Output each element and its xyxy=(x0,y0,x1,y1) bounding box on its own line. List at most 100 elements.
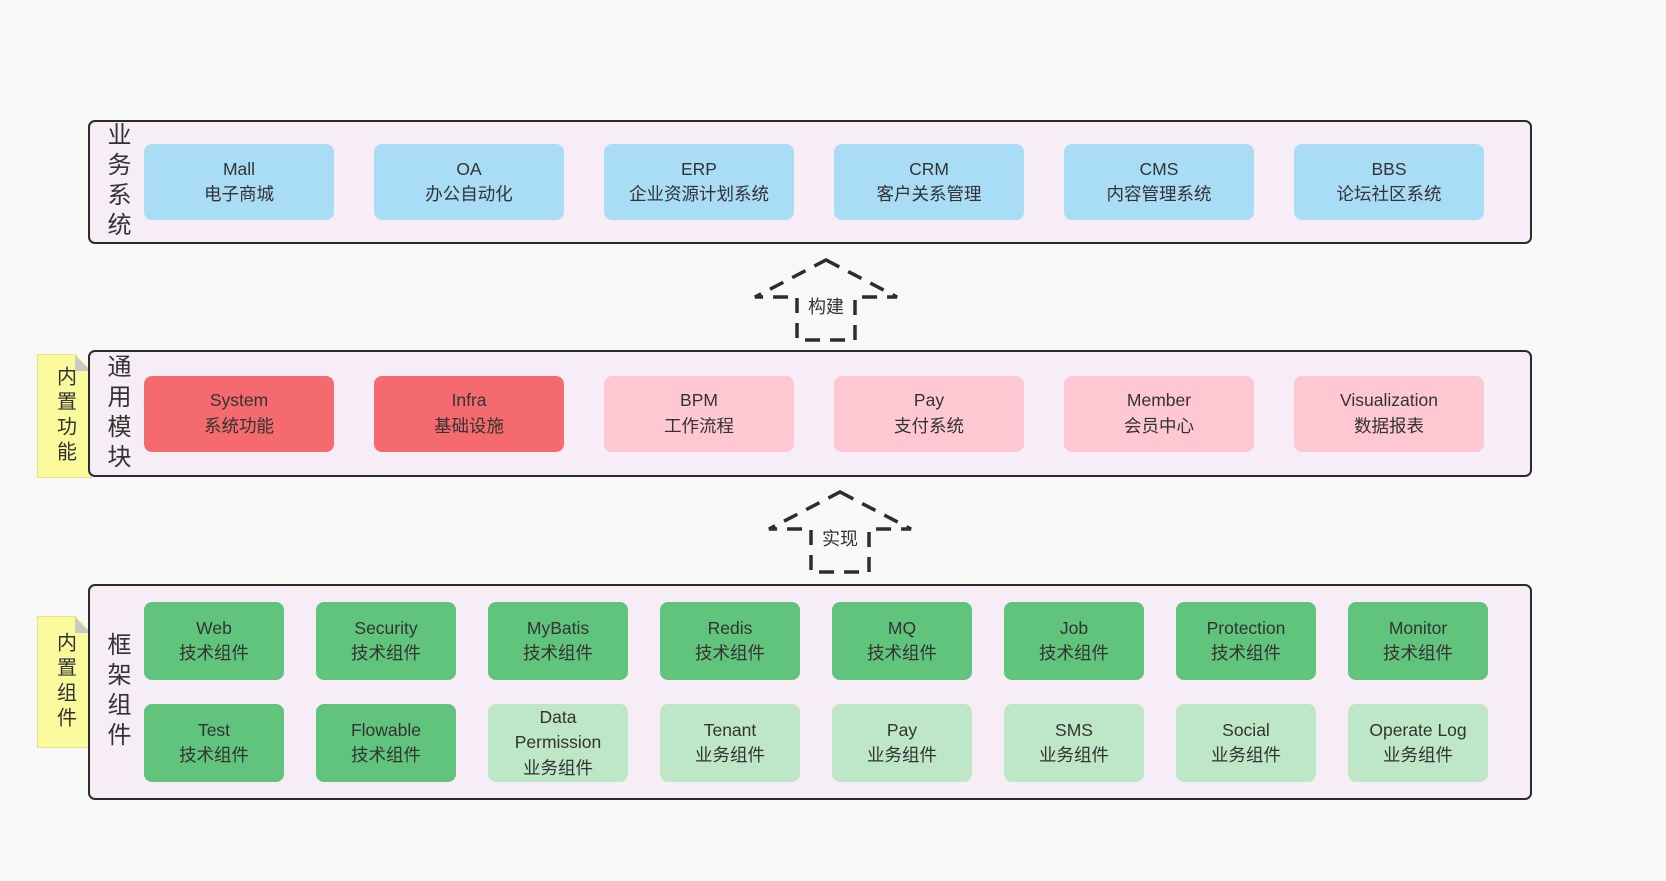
business-boxes: Mall 电子商城 OA 办公自动化 ERP 企业资源计划系统 CRM 客户关系… xyxy=(144,144,1530,220)
layer-business-systems: 业务系统 Mall 电子商城 OA 办公自动化 ERP 企业资源计划系统 CRM… xyxy=(88,120,1532,244)
arrow-build-label: 构建 xyxy=(803,292,849,320)
box-subtitle: 支付系统 xyxy=(894,415,964,436)
box-subtitle: 技术组件 xyxy=(179,643,249,663)
arrow-up-implement-icon xyxy=(768,490,912,574)
box-title: Mall xyxy=(222,158,256,179)
box-system: System 系统功能 xyxy=(144,375,334,452)
box-title: Job xyxy=(1059,617,1089,638)
component-boxes: Web 技术组件 Security 技术组件 MyBatis 技术组件 Redi… xyxy=(144,602,1530,782)
arrow-up-build-icon xyxy=(754,258,898,342)
box-subtitle: 技术组件 xyxy=(867,643,937,663)
box-redis: Redis 技术组件 xyxy=(660,602,800,680)
box-title: Operate Log xyxy=(1369,719,1467,740)
box-subtitle: 技术组件 xyxy=(351,643,421,663)
box-data-permission: Data Permission 业务组件 xyxy=(488,704,628,782)
box-oa: OA 办公自动化 xyxy=(374,144,564,220)
arrow-implement-label: 实现 xyxy=(817,524,863,552)
box-title: Data Permission xyxy=(514,706,602,753)
box-title: MyBatis xyxy=(526,617,590,638)
box-bpm: BPM 工作流程 xyxy=(604,375,794,452)
sticky-label: 内置组件 xyxy=(53,632,76,732)
box-title: Monitor xyxy=(1388,617,1448,638)
box-subtitle: 电子商城 xyxy=(204,184,274,204)
box-subtitle: 论坛社区系统 xyxy=(1336,184,1442,204)
sticky-note-builtin-components: 内置组件 xyxy=(37,616,92,748)
box-title: Infra xyxy=(451,390,487,411)
box-mybatis: MyBatis 技术组件 xyxy=(488,602,628,680)
box-subtitle: 业务组件 xyxy=(695,745,765,765)
layer-framework-components: 框架组件 Web 技术组件 Security 技术组件 MyBatis 技术组件… xyxy=(88,584,1532,800)
box-title: Test xyxy=(197,719,231,740)
box-title: Web xyxy=(196,617,232,638)
box-test: Test 技术组件 xyxy=(144,704,284,782)
box-pay-component: Pay 业务组件 xyxy=(832,704,972,782)
box-title: CRM xyxy=(909,158,949,179)
box-subtitle: 数据报表 xyxy=(1354,415,1424,436)
box-title: Pay xyxy=(886,719,918,740)
box-title: OA xyxy=(456,158,482,179)
box-title: CMS xyxy=(1139,158,1179,179)
box-erp: ERP 企业资源计划系统 xyxy=(604,144,794,220)
box-title: Security xyxy=(354,617,418,638)
box-job: Job 技术组件 xyxy=(1004,602,1144,680)
box-subtitle: 技术组件 xyxy=(1383,643,1453,663)
box-subtitle: 内容管理系统 xyxy=(1106,184,1212,204)
box-subtitle: 技术组件 xyxy=(179,745,249,765)
box-subtitle: 工作流程 xyxy=(664,415,734,436)
box-subtitle: 技术组件 xyxy=(1211,643,1281,663)
box-subtitle: 企业资源计划系统 xyxy=(629,184,769,204)
box-title: Protection xyxy=(1206,617,1286,638)
box-title: Visualization xyxy=(1340,390,1438,411)
box-title: Redis xyxy=(707,617,753,638)
box-subtitle: 业务组件 xyxy=(867,745,937,765)
box-pay-module: Pay 支付系统 xyxy=(834,375,1024,452)
box-subtitle: 客户关系管理 xyxy=(876,184,982,204)
side-label-common-modules: 通用模块 xyxy=(103,353,130,474)
box-infra: Infra 基础设施 xyxy=(374,375,564,452)
box-subtitle: 业务组件 xyxy=(1383,745,1453,765)
module-boxes: System 系统功能 Infra 基础设施 BPM 工作流程 Pay 支付系统… xyxy=(144,375,1530,452)
box-crm: CRM 客户关系管理 xyxy=(834,144,1024,220)
box-sms: SMS 业务组件 xyxy=(1004,704,1144,782)
box-title: BPM xyxy=(680,390,718,411)
box-subtitle: 基础设施 xyxy=(434,415,504,436)
box-member: Member 会员中心 xyxy=(1064,375,1254,452)
box-title: Flowable xyxy=(350,719,422,740)
box-mq: MQ 技术组件 xyxy=(832,602,972,680)
box-title: Pay xyxy=(913,390,945,411)
box-subtitle: 业务组件 xyxy=(1039,745,1109,765)
box-subtitle: 系统功能 xyxy=(204,415,274,436)
sticky-label: 内置功能 xyxy=(53,366,76,466)
box-subtitle: 技术组件 xyxy=(1039,643,1109,663)
box-subtitle: 技术组件 xyxy=(695,643,765,663)
box-title: BBS xyxy=(1371,158,1407,179)
box-web: Web 技术组件 xyxy=(144,602,284,680)
box-title: MQ xyxy=(887,617,917,638)
box-subtitle: 会员中心 xyxy=(1124,415,1194,436)
layer-common-modules: 通用模块 System 系统功能 Infra 基础设施 BPM 工作流程 Pay… xyxy=(88,350,1532,477)
box-title: Tenant xyxy=(703,719,757,740)
box-title: ERP xyxy=(681,158,717,179)
box-visualization: Visualization 数据报表 xyxy=(1294,375,1484,452)
box-bbs: BBS 论坛社区系统 xyxy=(1294,144,1484,220)
box-operate-log: Operate Log 业务组件 xyxy=(1348,704,1488,782)
box-cms: CMS 内容管理系统 xyxy=(1064,144,1254,220)
box-subtitle: 业务组件 xyxy=(1211,745,1281,765)
box-title: Social xyxy=(1222,719,1270,740)
box-title: SMS xyxy=(1055,719,1093,740)
box-title: Member xyxy=(1126,390,1192,411)
box-monitor: Monitor 技术组件 xyxy=(1348,602,1488,680)
box-subtitle: 技术组件 xyxy=(523,643,593,663)
box-protection: Protection 技术组件 xyxy=(1176,602,1316,680)
side-label-framework-components: 框架组件 xyxy=(103,632,130,752)
box-social: Social 业务组件 xyxy=(1176,704,1316,782)
sticky-note-builtin-features: 内置功能 xyxy=(37,354,92,478)
box-title: System xyxy=(209,390,269,411)
side-label-business-systems: 业务系统 xyxy=(103,122,130,242)
box-flowable: Flowable 技术组件 xyxy=(316,704,456,782)
box-security: Security 技术组件 xyxy=(316,602,456,680)
box-tenant: Tenant 业务组件 xyxy=(660,704,800,782)
box-mall: Mall 电子商城 xyxy=(144,144,334,220)
box-subtitle: 技术组件 xyxy=(351,745,421,765)
